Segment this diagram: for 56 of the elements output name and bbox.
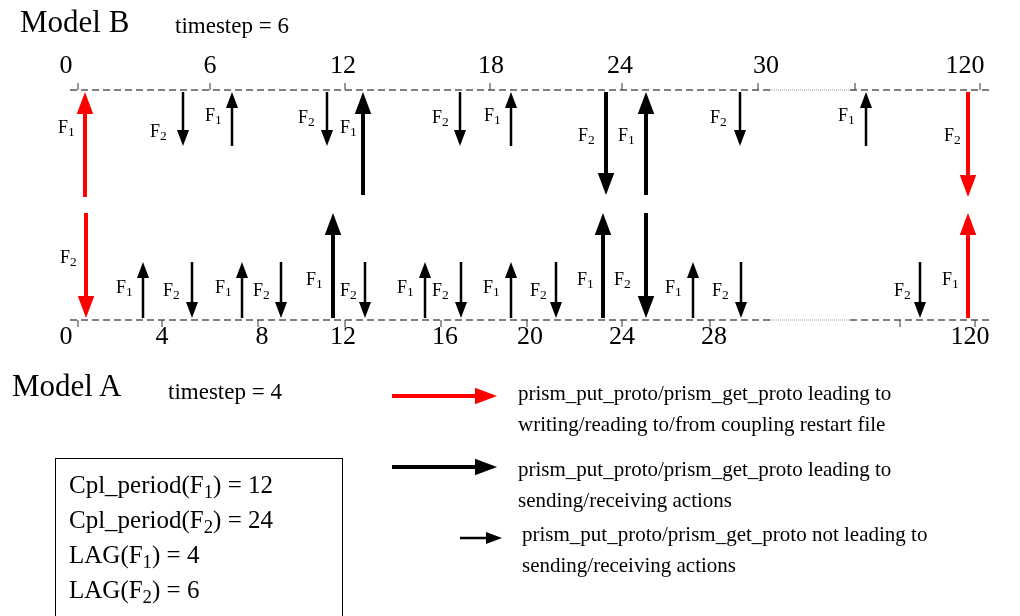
tick-label: 8 bbox=[255, 323, 269, 349]
tick-label: 30 bbox=[753, 52, 779, 78]
field-label: F$_{2}$ bbox=[432, 108, 449, 126]
tick-label: 4 bbox=[155, 323, 169, 349]
field-label: F$_{2}$ bbox=[710, 108, 727, 126]
model-title: Model A bbox=[12, 370, 122, 401]
field-label: F$_{1}$ bbox=[942, 270, 959, 288]
field-label: F$_{2}$ bbox=[614, 270, 631, 288]
tick-label: 28 bbox=[701, 323, 727, 349]
field-label: F$_{1}$ bbox=[340, 118, 357, 136]
field-label: F$_{1}$ bbox=[484, 106, 501, 124]
field-label: F$_{2}$ bbox=[578, 126, 595, 144]
legend-text: prism_put_proto/prism_get_proto leading to writing/reading to/from coupling restart file bbox=[518, 380, 893, 438]
tick-label: 16 bbox=[432, 323, 458, 349]
timestep-label: timestep = 6 bbox=[175, 14, 289, 37]
field-label: F$_{2}$ bbox=[60, 248, 77, 266]
tick-label: 120 bbox=[950, 323, 990, 349]
timestep-label: timestep = 4 bbox=[168, 380, 282, 403]
field-label: F$_{2}$ bbox=[944, 126, 961, 144]
field-label: F$_{1}$ bbox=[618, 126, 635, 144]
field-label: F$_{1}$ bbox=[838, 106, 855, 124]
parameter-text: Cpl_period(F$_{2}$) = 24 bbox=[69, 505, 275, 537]
field-label: F$_{2}$ bbox=[432, 281, 449, 299]
field-label: F$_{2}$ bbox=[163, 281, 180, 299]
parameter-text: LAG(F$_{2}$) = 6 bbox=[69, 575, 201, 607]
field-label: F$_{1}$ bbox=[665, 278, 682, 296]
tick-label: 24 bbox=[609, 323, 635, 349]
field-label: F$_{2}$ bbox=[150, 122, 167, 140]
tick-label: 12 bbox=[330, 323, 356, 349]
field-label: F$_{2}$ bbox=[340, 281, 357, 299]
field-label: F$_{2}$ bbox=[253, 281, 270, 299]
tick-label: 0 bbox=[59, 52, 73, 78]
parameter-text: Cpl_period(F$_{1}$) = 12 bbox=[69, 470, 275, 502]
field-label: F$_{2}$ bbox=[712, 281, 729, 299]
parameter-text: LAG(F$_{1}$) = 4 bbox=[69, 540, 201, 572]
field-label: F$_{1}$ bbox=[205, 106, 222, 124]
model-title: Model B bbox=[20, 6, 130, 37]
field-label: F$_{1}$ bbox=[306, 270, 323, 288]
tick-label: 6 bbox=[203, 52, 217, 78]
field-label: F$_{1}$ bbox=[577, 270, 594, 288]
field-label: F$_{1}$ bbox=[58, 118, 75, 136]
tick-label: 20 bbox=[517, 323, 543, 349]
parameter-box bbox=[55, 458, 343, 616]
field-label: F$_{1}$ bbox=[215, 278, 232, 296]
tick-label: 24 bbox=[607, 52, 633, 78]
legend-text: prism_put_proto/prism_get_proto not leading to sending/receiving actions bbox=[522, 521, 929, 579]
field-label: F$_{1}$ bbox=[397, 278, 414, 296]
field-label: F$_{2}$ bbox=[298, 108, 315, 126]
field-label: F$_{2}$ bbox=[530, 281, 547, 299]
tick-label: 18 bbox=[478, 52, 504, 78]
tick-label: 120 bbox=[945, 52, 985, 78]
field-label: F$_{1}$ bbox=[483, 278, 500, 296]
tick-label: 0 bbox=[59, 323, 73, 349]
field-label: F$_{1}$ bbox=[116, 278, 133, 296]
tick-label: 12 bbox=[330, 52, 356, 78]
field-label: F$_{2}$ bbox=[894, 281, 911, 299]
